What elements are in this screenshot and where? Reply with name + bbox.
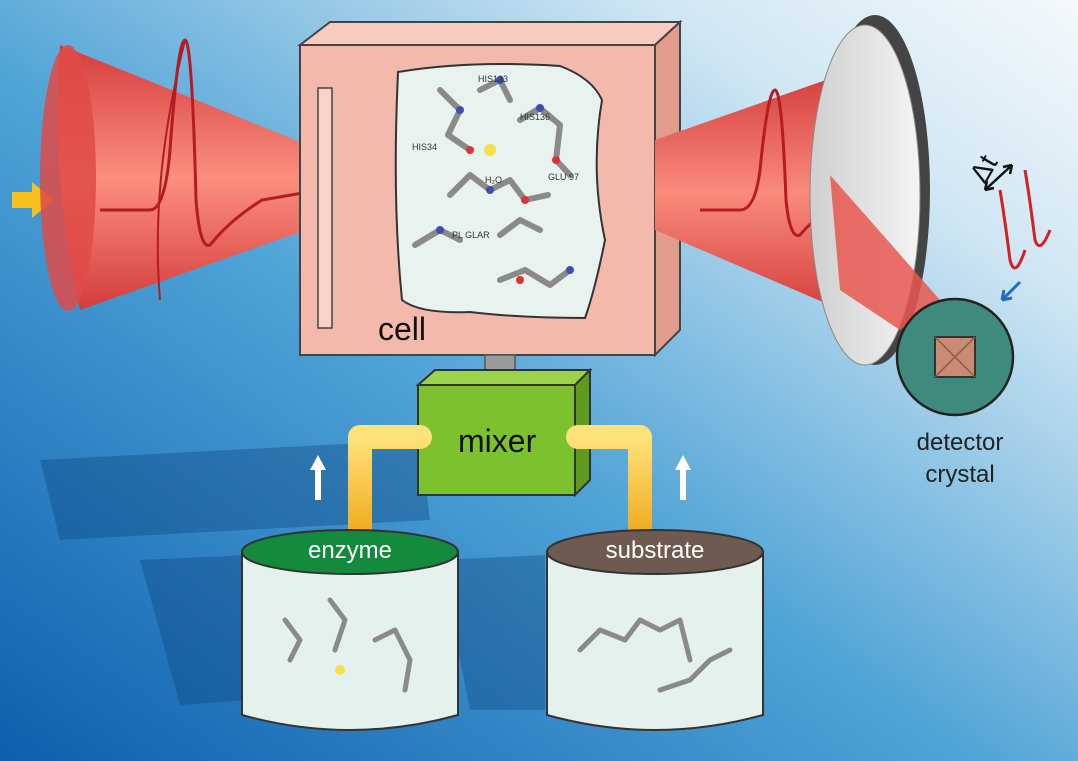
metal-ion — [484, 144, 496, 156]
residue-label: H₂O — [485, 175, 502, 185]
residue-label: HIS34 — [412, 142, 437, 152]
input-arrow-icon — [12, 182, 54, 218]
residue-label: HIS133 — [478, 74, 508, 84]
detector-crystal — [895, 297, 1015, 417]
cell-window — [394, 63, 607, 320]
left-xray-beam — [40, 38, 321, 311]
residue-label: PL GLAR — [452, 230, 490, 240]
residue-label: GLU 97 — [548, 172, 579, 182]
cell-label: cell — [378, 311, 426, 347]
detector-disc — [809, 15, 940, 366]
pipes — [348, 425, 652, 547]
detector-label-line1: detector — [917, 429, 1004, 456]
substrate-container — [546, 529, 764, 731]
mixer-label: mixer — [458, 423, 537, 459]
up-arrow-icon — [310, 455, 691, 500]
floor-shadows — [40, 440, 545, 710]
detector-label-line2: crystal — [925, 461, 994, 488]
down-arrow-icon — [1000, 280, 1022, 302]
enzyme-container — [241, 529, 459, 731]
delta-t-double-arrow-icon — [983, 163, 1014, 192]
detected-pulses — [998, 169, 1052, 270]
enzyme-label: enzyme — [308, 537, 392, 564]
substrate-label: substrate — [606, 537, 705, 564]
left-wave-pulse — [100, 38, 321, 247]
right-wave-pulse — [700, 88, 861, 238]
residue-labels: HIS133 HIS34 HIS136 H₂O GLU 97 PL GLAR — [412, 74, 579, 240]
residue-label: HIS136 — [520, 112, 550, 122]
sample-cell: HIS133 HIS34 HIS136 H₂O GLU 97 PL GLAR c… — [297, 19, 683, 358]
